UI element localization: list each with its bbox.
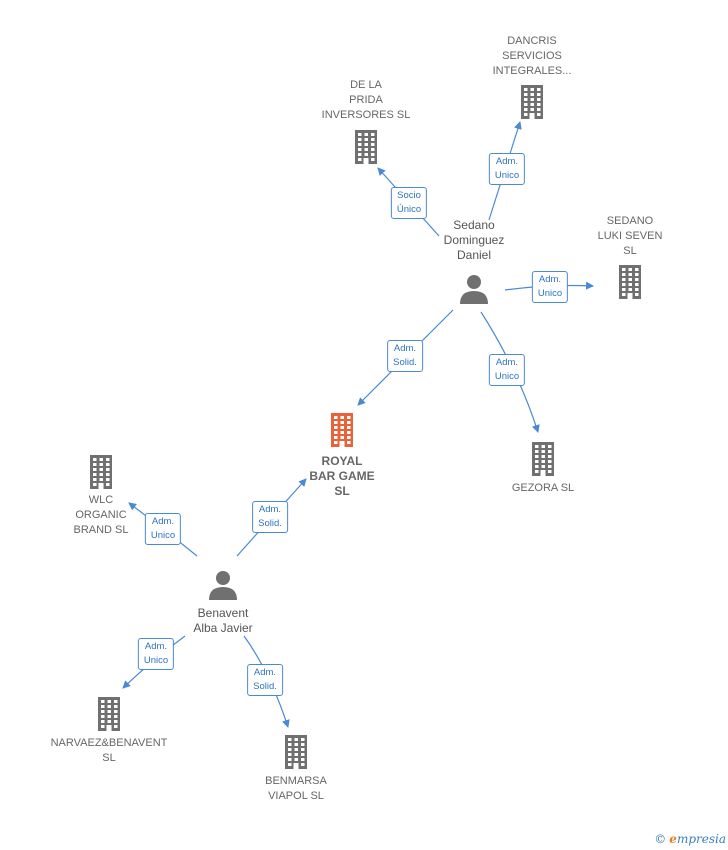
company-label[interactable]: DE LA PRIDA INVERSORES SL xyxy=(322,78,411,123)
person-icon xyxy=(209,571,237,600)
company-label-line: ROYAL xyxy=(321,454,363,468)
role-text: Adm. xyxy=(253,667,277,678)
role-text: Único xyxy=(396,204,422,215)
person-label-line: Daniel xyxy=(456,248,492,262)
company-label-line: PRIDA xyxy=(349,94,383,106)
company-label-line: GEZORA SL xyxy=(511,482,575,494)
building-icon xyxy=(521,85,543,119)
person-label-line: Alba Javier xyxy=(193,621,253,635)
role-text: Adm. xyxy=(144,641,168,652)
company-label-line: VIAPOL SL xyxy=(268,790,324,802)
role-text: Unico xyxy=(537,288,563,299)
company-label[interactable]: DANCRIS SERVICIOS INTEGRALES... xyxy=(493,34,572,79)
building-icon xyxy=(98,697,120,731)
brand-footer: ©empresia xyxy=(654,832,726,846)
company-node-royal[interactable] xyxy=(327,413,357,452)
company-label-line: WLC xyxy=(88,494,114,506)
company-label-line: INTEGRALES... xyxy=(492,65,572,77)
company-node-gezora[interactable] xyxy=(528,442,558,481)
company-label[interactable]: BENMARSA VIAPOL SL xyxy=(265,774,327,804)
company-node-delaprida[interactable] xyxy=(351,130,381,169)
company-label[interactable]: NARVAEZ&BENAVENT SL xyxy=(51,736,168,766)
person-node-sedano[interactable] xyxy=(459,274,489,309)
company-node-narvaez[interactable] xyxy=(94,697,124,736)
company-label-line: SERVICIOS xyxy=(502,50,562,62)
role-text: Socio xyxy=(397,190,421,201)
brand-initial: e xyxy=(669,832,677,846)
company-node-benmarsa[interactable] xyxy=(281,735,311,774)
company-label-line: SL xyxy=(102,752,116,764)
role-text: Unico xyxy=(494,371,520,382)
person-icon xyxy=(460,275,488,304)
copyright-symbol: © xyxy=(654,832,667,846)
company-label[interactable]: GEZORA SL xyxy=(512,481,574,496)
company-label-line: DANCRIS xyxy=(507,35,557,47)
company-label-line: BAR GAME xyxy=(309,469,375,483)
person-label-line: Benavent xyxy=(197,606,249,620)
building-icon xyxy=(532,442,554,476)
company-label-line: ORGANIC xyxy=(75,509,127,521)
role-text: Unico xyxy=(150,530,176,541)
role-text: Unico xyxy=(143,655,169,666)
company-label-line: SL xyxy=(334,484,350,498)
company-node-wlc[interactable] xyxy=(86,455,116,494)
role-badge[interactable]: Adm. Solid. xyxy=(247,664,283,696)
brand-name: mpresia xyxy=(676,832,726,846)
role-text: Adm. xyxy=(151,516,175,527)
company-node-dancris[interactable] xyxy=(517,85,547,124)
role-badge[interactable]: Adm. Unico xyxy=(144,513,182,545)
building-icon xyxy=(90,455,112,489)
company-label-line: INVERSORES SL xyxy=(321,109,411,121)
role-text: Adm. xyxy=(495,156,519,167)
company-label-line: BENMARSA xyxy=(265,775,327,787)
role-text: Solid. xyxy=(393,357,417,368)
company-label-line: SL xyxy=(623,245,637,257)
building-icon xyxy=(619,265,641,299)
role-badge[interactable]: Adm. Unico xyxy=(488,153,526,185)
company-label-line: NARVAEZ&BENAVENT xyxy=(50,737,168,749)
role-text: Adm. xyxy=(495,357,519,368)
role-text: Adm. xyxy=(258,504,282,515)
role-badge[interactable]: Adm. Solid. xyxy=(252,501,288,533)
role-text: Solid. xyxy=(258,518,282,529)
company-label-line: BRAND SL xyxy=(73,524,129,536)
company-node-sedanoluki[interactable] xyxy=(615,265,645,304)
building-icon xyxy=(331,413,353,447)
person-node-benavent[interactable] xyxy=(208,570,238,605)
role-badge[interactable]: Adm. Unico xyxy=(531,271,569,303)
person-label-line: Dominguez xyxy=(443,233,505,247)
role-text: Adm. xyxy=(538,274,562,285)
company-label[interactable]: SEDANO LUKI SEVEN SL xyxy=(598,214,663,259)
role-badge[interactable]: Adm. Unico xyxy=(137,638,175,670)
company-label-line: LUKI SEVEN xyxy=(597,230,663,242)
person-label-line: Sedano xyxy=(453,218,495,232)
role-badge[interactable]: Adm. Unico xyxy=(488,354,526,386)
company-label[interactable]: WLC ORGANIC BRAND SL xyxy=(73,493,128,538)
role-text: Adm. xyxy=(393,343,417,354)
building-icon xyxy=(285,735,307,769)
company-label-line: SEDANO xyxy=(606,215,654,227)
role-text: Solid. xyxy=(253,681,277,692)
company-label-line: DE LA xyxy=(350,79,382,91)
role-badge[interactable]: Adm. Solid. xyxy=(387,340,423,372)
role-text: Unico xyxy=(494,170,520,181)
building-icon xyxy=(355,130,377,164)
